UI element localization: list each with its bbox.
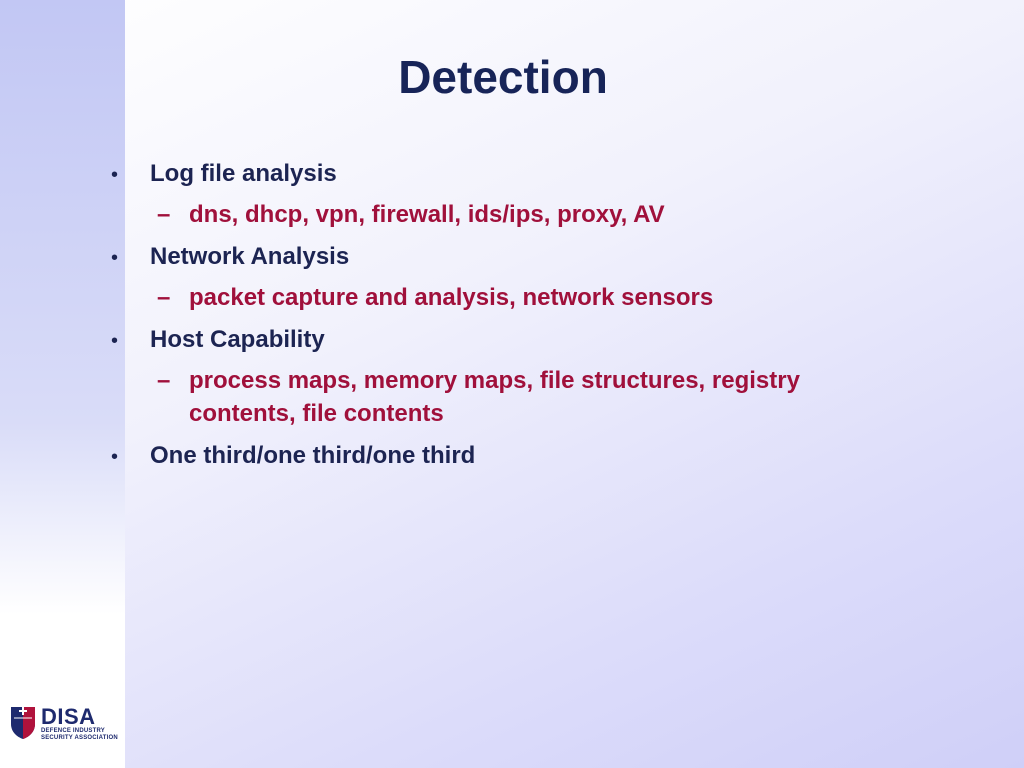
logo-subtitle-line1: DEFENCE INDUSTRY — [41, 728, 105, 734]
dash-marker: – — [157, 284, 171, 311]
sub-bullet-network-tools: packet capture and analysis, network sen… — [189, 284, 714, 311]
bullet-network-analysis: Network Analysis — [150, 243, 350, 270]
dash-marker: – — [157, 201, 171, 228]
dash-marker: – — [157, 367, 171, 394]
slide-title: Detection — [398, 51, 608, 103]
sub-bullet-log-sources: dns, dhcp, vpn, firewall, ids/ips, proxy… — [189, 201, 665, 228]
bullet-marker: • — [111, 164, 119, 186]
bullet-marker: • — [111, 247, 119, 269]
logo-wordmark: DISA — [41, 704, 96, 729]
bullet-marker: • — [111, 446, 119, 468]
bullet-log-file-analysis: Log file analysis — [150, 160, 337, 187]
bullet-marker: • — [111, 330, 119, 352]
bullet-host-capability: Host Capability — [150, 326, 325, 353]
sub-bullet-host-artifacts-line2: contents, file contents — [189, 400, 444, 427]
disa-logo: DISA DEFENCE INDUSTRY SECURITY ASSOCIATI… — [10, 704, 118, 742]
bullet-one-third: One third/one third/one third — [150, 442, 476, 469]
shield-icon — [11, 707, 35, 739]
logo-subtitle-line2: SECURITY ASSOCIATION — [41, 735, 118, 741]
sub-bullet-host-artifacts-line1: process maps, memory maps, file structur… — [189, 367, 800, 394]
left-accent-band — [0, 0, 125, 768]
